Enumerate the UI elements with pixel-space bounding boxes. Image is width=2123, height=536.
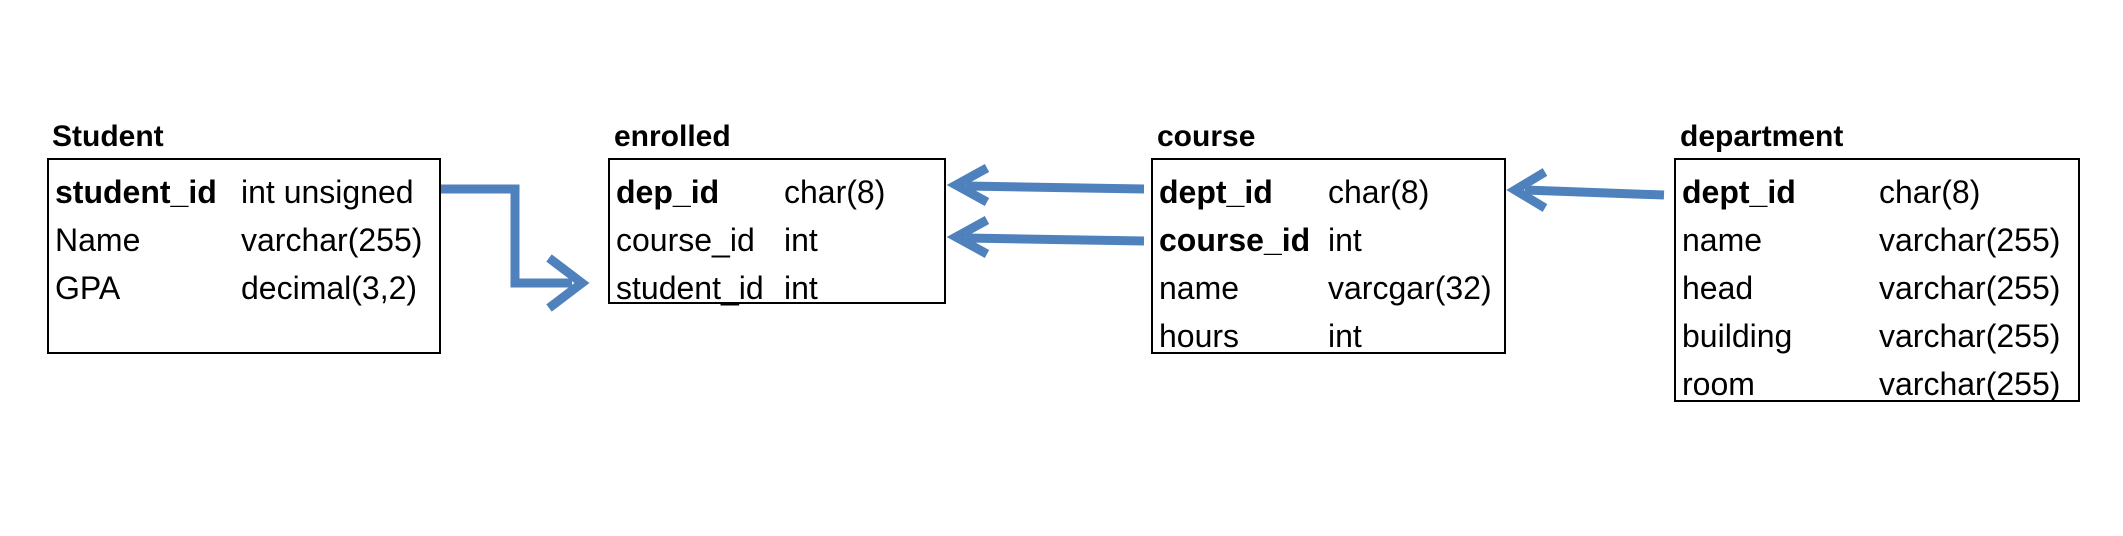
table-row: dept_id char(8) xyxy=(1153,168,1504,216)
column-name: name xyxy=(1682,222,1763,258)
table-row: course_id int xyxy=(610,216,944,264)
column-type: varchar(255) xyxy=(1879,222,2061,258)
arrow-student-to-enrolled xyxy=(441,184,572,288)
arrow-course-dept-to-enrolled xyxy=(965,181,1145,194)
column-name: room xyxy=(1682,366,1755,402)
table-title-student: Student xyxy=(52,120,164,153)
table-row: GPA decimal(3,2) xyxy=(49,264,439,312)
table-row: student_id int xyxy=(610,264,944,312)
table-title-course: course xyxy=(1157,120,1256,153)
table-title-enrolled: enrolled xyxy=(614,120,731,153)
column-name: building xyxy=(1682,318,1793,354)
arrow-head xyxy=(946,216,990,258)
table-row: dep_id char(8) xyxy=(610,168,944,216)
column-type: decimal(3,2) xyxy=(241,270,418,306)
table-row: student_id int unsigned xyxy=(49,168,439,216)
column-type: int xyxy=(1328,222,1362,258)
column-type: int xyxy=(784,270,818,306)
table-student: student_id int unsigned Name varchar(255… xyxy=(47,158,441,354)
table-enrolled: dep_id char(8) course_id int student_id … xyxy=(608,158,946,306)
column-name: head xyxy=(1682,270,1754,306)
column-type: char(8) xyxy=(784,174,886,210)
table-department: dept_id char(8) name varchar(255) head v… xyxy=(1674,158,2080,402)
column-name: name xyxy=(1159,270,1240,306)
column-name: GPA xyxy=(55,270,121,306)
table-row: dept_id char(8) xyxy=(1676,168,2078,216)
column-type: varcgar(32) xyxy=(1328,270,1492,306)
column-type: varchar(255) xyxy=(241,222,423,258)
column-type: varchar(255) xyxy=(1879,270,2061,306)
column-name: dept_id xyxy=(1682,174,1796,210)
column-name: course_id xyxy=(1159,222,1311,258)
column-name: dept_id xyxy=(1159,174,1273,210)
table-row: name varchar(255) xyxy=(1676,216,2078,264)
column-type: int xyxy=(784,222,818,258)
column-name: hours xyxy=(1159,318,1240,354)
column-type: int unsigned xyxy=(241,174,414,210)
table-title-department: department xyxy=(1680,120,1844,153)
column-type: char(8) xyxy=(1879,174,1981,210)
table-row: course_id int xyxy=(1153,216,1504,264)
table-row: room varchar(255) xyxy=(1676,360,2078,408)
arrow-head xyxy=(546,254,590,312)
arrow-head xyxy=(946,164,990,206)
column-name: Name xyxy=(55,222,141,258)
column-type: varchar(255) xyxy=(1879,366,2061,402)
table-row: building varchar(255) xyxy=(1676,312,2078,360)
column-type: int xyxy=(1328,318,1362,354)
table-row: hours int xyxy=(1153,312,1504,360)
column-type: varchar(255) xyxy=(1879,318,2061,354)
table-row: name varcgar(32) xyxy=(1153,264,1504,312)
table-row: Name varchar(255) xyxy=(49,216,439,264)
column-name: student_id xyxy=(55,174,217,210)
arrow-head xyxy=(1506,168,1548,212)
column-name: dep_id xyxy=(616,174,720,210)
table-course: dept_id char(8) course_id int name varcg… xyxy=(1151,158,1506,354)
arrow-course-id-to-enrolled xyxy=(965,233,1145,246)
table-row: head varchar(255) xyxy=(1676,264,2078,312)
arrow-department-to-course xyxy=(1524,185,1665,200)
column-name: student_id xyxy=(616,270,764,306)
column-type: char(8) xyxy=(1328,174,1430,210)
column-name: course_id xyxy=(616,222,755,258)
